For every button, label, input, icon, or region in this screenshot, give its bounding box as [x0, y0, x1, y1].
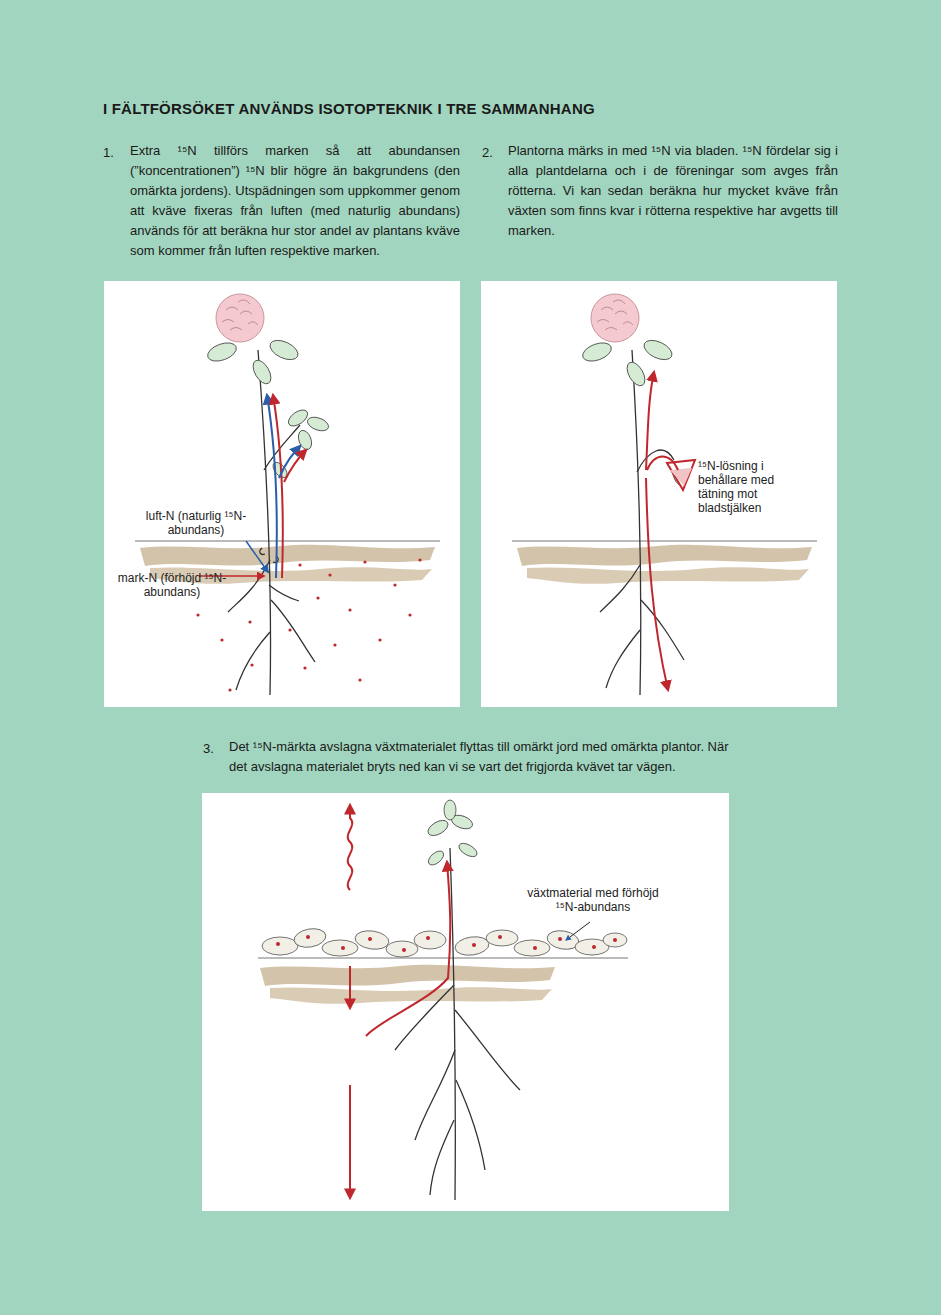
step-number: 1. — [103, 143, 114, 163]
step-number: 2. — [482, 143, 493, 163]
step-text: Plantorna märks in med ¹⁵N via bladen. ¹… — [508, 141, 838, 241]
mulch-and-plant — [258, 800, 628, 1200]
illustration-panel: växtmaterial med förhöjd ¹⁵N-abundans — [202, 793, 729, 1211]
clover-plant-one — [135, 294, 440, 695]
step-text: Det ¹⁵N-märkta avslagna växtmaterialet f… — [229, 737, 734, 777]
step-number: 3. — [203, 739, 214, 759]
step-text: Extra ¹⁵N tillförs marken så att abundan… — [130, 141, 460, 261]
soil-nitrogen-label: mark-N (förhöjd ¹⁵N-abundans) — [106, 571, 238, 599]
clover-plant-two — [512, 294, 817, 695]
illustration-panel: ¹⁵N-lösning i behållare med tätning mot … — [481, 281, 837, 707]
solution-label: ¹⁵N-lösning i behållare med tätning mot … — [698, 459, 792, 515]
illustration-panel: luft-N (naturlig ¹⁵N-abundans) mark-N (fö… — [104, 281, 460, 707]
plant-material-label: växtmaterial med förhöjd ¹⁵N-abundans — [527, 886, 659, 914]
panel-grounds — [104, 281, 837, 1211]
air-nitrogen-label: luft-N (naturlig ¹⁵N-abundans) — [132, 509, 260, 537]
page-title: I FÄLTFÖRSÖKET ANVÄNDS ISOTOPTEKNIK I TR… — [103, 100, 595, 117]
